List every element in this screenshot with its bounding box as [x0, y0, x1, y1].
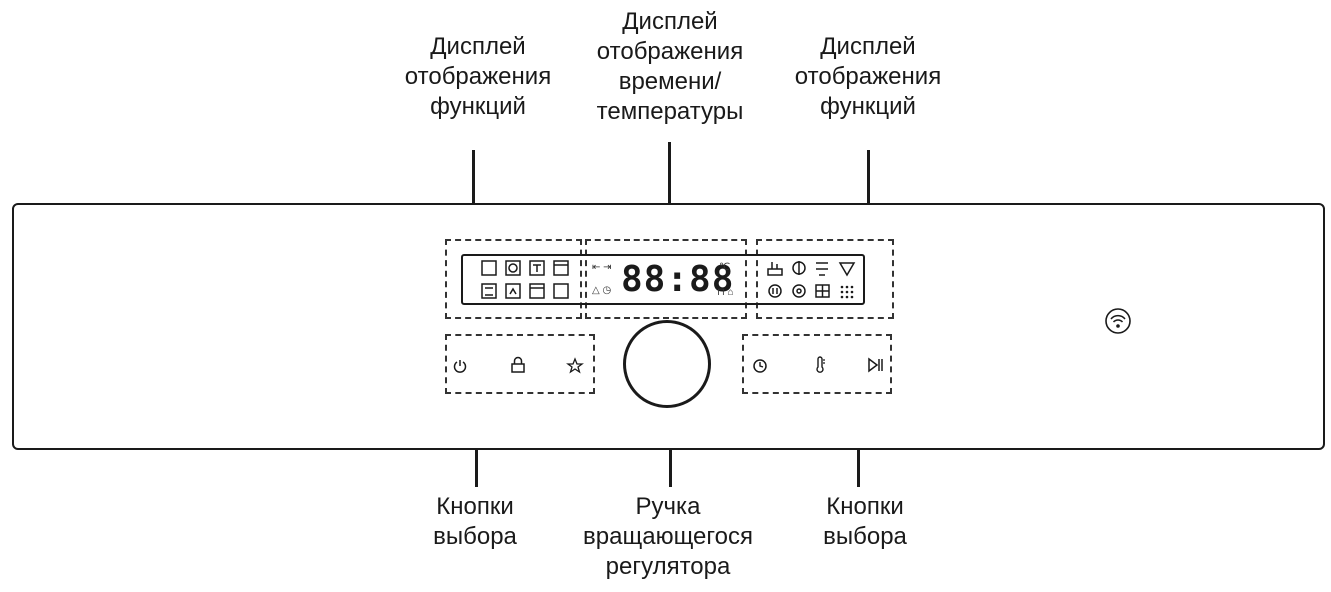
select-buttons-left-region: [445, 334, 595, 394]
label-select-buttons-left: Кнопки выбора: [433, 493, 517, 550]
fan-mode-icon: [505, 260, 521, 276]
top-bottom-heat-icon: [529, 283, 545, 299]
power-icon[interactable]: [452, 358, 468, 374]
rotary-knob[interactable]: [623, 320, 711, 408]
play-pause-icon[interactable]: [866, 356, 886, 374]
lock-icon[interactable]: [509, 356, 527, 374]
left-function-icons: [481, 260, 569, 299]
steam-icon: [767, 262, 783, 276]
oven-mode-icon: [481, 260, 497, 276]
grill-mode-icon: [529, 260, 545, 276]
rotisserie-icon: [792, 284, 806, 298]
select-buttons-right-region: [742, 334, 892, 394]
function-display-left-region: [445, 239, 582, 319]
keep-warm-icon: [840, 285, 854, 299]
temperature-icon[interactable]: [812, 356, 828, 374]
label-select-buttons-right: Кнопки выбора: [823, 493, 907, 550]
lock-indicator-icon: ⊓ ⌂: [717, 287, 734, 298]
label-time-temp-display: Дисплей отображения времени/ температуры: [596, 8, 744, 125]
delay-start-icon: ⇤ ⇥: [592, 262, 612, 273]
right-function-icons: [767, 261, 856, 299]
leader-line-time-temp-display: [668, 142, 671, 242]
label-function-display-right: Дисплей отображения функций: [794, 33, 942, 120]
alarm-icon: △ ◷: [592, 285, 612, 296]
time-temp-display-region: [585, 239, 747, 319]
clock-icon[interactable]: [752, 358, 768, 374]
grill-fan-icon: [481, 283, 497, 299]
leader-line-function-display-left: [472, 150, 475, 242]
time-readout: 88:88: [621, 259, 735, 300]
label-rotary-knob: Ручка вращающегося регулятора: [583, 493, 753, 580]
celsius-icon: ℃: [719, 262, 731, 273]
bottom-heat-icon: [553, 283, 569, 299]
warming-icon: [816, 262, 828, 276]
eco-icon: [768, 284, 782, 298]
wifi-icon[interactable]: [1103, 306, 1133, 336]
pizza-icon: [838, 262, 856, 277]
bottom-fan-icon: [505, 283, 521, 299]
lcd-display: [461, 254, 865, 305]
label-function-display-left: Дисплей отображения функций: [404, 33, 552, 120]
light-icon[interactable]: [566, 356, 584, 374]
top-heat-icon: [553, 260, 569, 276]
leader-line-function-display-right: [867, 150, 870, 242]
function-display-right-region: [756, 239, 894, 319]
